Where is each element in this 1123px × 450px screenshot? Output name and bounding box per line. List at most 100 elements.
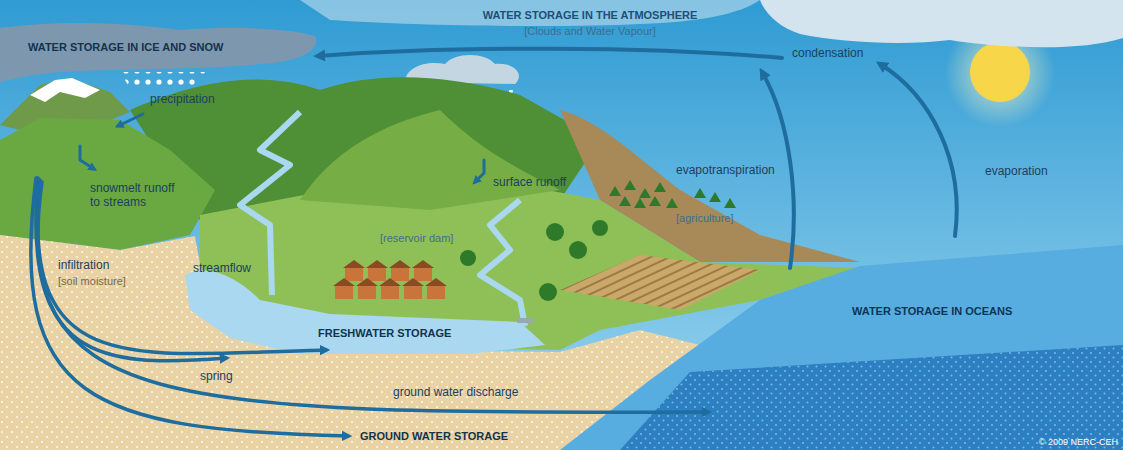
snow-cap: [30, 78, 100, 102]
conifer-trees: [609, 180, 736, 208]
label-anchor: [soil moisture]: [58, 274, 126, 288]
label-anchor: [Clouds and Water Vapour]: [524, 24, 655, 38]
discharge-arrow: [38, 182, 708, 412]
tree: [619, 196, 631, 206]
roof: [356, 278, 378, 286]
storage-heading: GROUND WATER STORAGE: [360, 429, 508, 443]
label-anchor: WATER STORAGE IN OCEANS: [852, 304, 1012, 318]
tree: [639, 188, 651, 198]
storage-heading: WATER STORAGE IN ICE AND SNOW: [28, 40, 223, 54]
atmosphere-haze: [300, 0, 760, 26]
tree: [694, 188, 706, 198]
label-anchor: spring: [200, 369, 233, 383]
bracket-note: [Clouds and Water Vapour]: [524, 24, 655, 38]
label-anchor: [agriculture]: [676, 211, 733, 225]
snowmelt-arrow: [80, 146, 94, 169]
roof: [389, 260, 411, 268]
bracket-note: [reservoir dam]: [380, 231, 453, 245]
house: [404, 286, 422, 299]
tree: [592, 220, 608, 236]
evaporation-arrow: [880, 64, 957, 236]
label-anchor: surface runoff: [493, 175, 566, 189]
roof: [425, 278, 447, 286]
houses: [333, 260, 447, 299]
process-label: infiltration: [58, 258, 109, 272]
tree: [709, 192, 721, 202]
groundwater-arrow: [31, 178, 348, 436]
label-anchor: © 2009 NERC-CEH: [1039, 435, 1118, 449]
label-anchor: WATER STORAGE IN THE ATMOSPHERE: [483, 8, 698, 22]
tree: [666, 198, 678, 208]
tree: [460, 250, 476, 266]
roof: [343, 260, 365, 268]
copyright-notice: © 2009 NERC-CEH: [1039, 435, 1118, 449]
label-anchor: [reservoir dam]: [380, 231, 453, 245]
process-label: ground water discharge: [393, 385, 518, 399]
process-label: streamflow: [193, 261, 251, 275]
house: [381, 286, 399, 299]
label-anchor: infiltration: [58, 258, 109, 272]
snowfall: [120, 72, 205, 88]
storage-heading: FRESHWATER STORAGE: [318, 326, 451, 340]
dam-wall: [517, 318, 533, 323]
process-label: condensation: [792, 46, 863, 60]
label-anchor: FRESHWATER STORAGE: [318, 326, 451, 340]
sun: [970, 42, 1030, 102]
condensation-arrow: [318, 49, 782, 58]
tree: [539, 283, 557, 301]
storage-heading: WATER STORAGE IN THE ATMOSPHERE: [483, 8, 698, 22]
storage-heading: WATER STORAGE IN OCEANS: [852, 304, 1012, 318]
house: [335, 286, 353, 299]
house: [391, 268, 409, 281]
label-anchor: evapotranspiration: [676, 163, 775, 177]
tree: [609, 186, 621, 196]
roof: [366, 260, 388, 268]
bracket-note: [agriculture]: [676, 211, 733, 225]
house: [427, 286, 445, 299]
green-hill: [300, 110, 560, 210]
ocean-texture: [620, 345, 1123, 450]
tree: [634, 198, 646, 208]
runoff-arrow: [475, 160, 484, 182]
house: [368, 268, 386, 281]
tree: [569, 241, 587, 259]
crop-field: [560, 255, 760, 310]
house: [414, 268, 432, 281]
flow-arrows: [31, 49, 957, 436]
label-anchor: WATER STORAGE IN ICE AND SNOW: [28, 40, 223, 54]
label-anchor: snowmelt runoff to streams: [90, 181, 182, 209]
spring-arrow: [38, 180, 326, 354]
process-label: snowmelt runoff to streams: [90, 181, 182, 209]
process-label: evapotranspiration: [676, 163, 775, 177]
ocean: [560, 245, 1123, 450]
label-anchor: condensation: [792, 46, 863, 60]
label-anchor: streamflow: [193, 261, 251, 275]
process-label: spring: [200, 369, 233, 383]
tree: [546, 223, 564, 241]
tree: [654, 182, 666, 192]
river: [480, 200, 525, 326]
round-trees: [460, 220, 608, 301]
house: [345, 268, 363, 281]
deep-ocean: [620, 345, 1123, 450]
process-label: precipitation: [150, 92, 215, 106]
roof: [333, 278, 355, 286]
process-label: surface runoff: [493, 175, 566, 189]
bracket-note: [soil moisture]: [58, 274, 126, 288]
process-label: evaporation: [985, 164, 1048, 178]
tree: [649, 196, 661, 206]
label-anchor: GROUND WATER STORAGE: [360, 429, 508, 443]
house: [358, 286, 376, 299]
label-anchor: ground water discharge: [393, 385, 518, 399]
tree: [624, 180, 636, 190]
label-anchor: evaporation: [985, 164, 1048, 178]
label-anchor: precipitation: [150, 92, 215, 106]
roof: [402, 278, 424, 286]
tree: [724, 198, 736, 208]
roof: [379, 278, 401, 286]
roof: [412, 260, 434, 268]
